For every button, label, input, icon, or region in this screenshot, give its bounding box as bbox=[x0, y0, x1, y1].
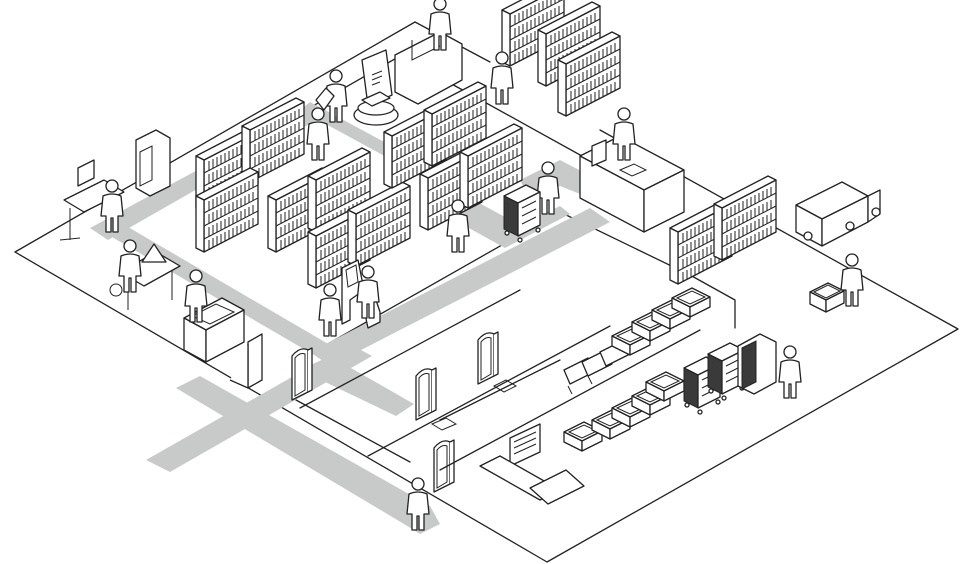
left-office-area bbox=[59, 129, 181, 310]
security-gate-icon bbox=[291, 347, 313, 401]
returns-sorting-area bbox=[563, 287, 802, 452]
security-gate-icon bbox=[477, 331, 499, 385]
book-cart-icon bbox=[503, 184, 541, 243]
right-shelving bbox=[669, 175, 777, 285]
entrance-gates bbox=[291, 289, 701, 531]
security-gate-icon bbox=[415, 367, 437, 421]
top-right-shelving bbox=[490, 0, 621, 117]
delivery-area bbox=[795, 181, 881, 313]
security-gate-icon bbox=[433, 439, 455, 493]
self-service-kiosks bbox=[318, 259, 381, 337]
bookshelf-icon bbox=[713, 175, 777, 261]
truck-wheel bbox=[803, 231, 813, 241]
upper-reception-area bbox=[306, 0, 463, 161]
book-crate-icon bbox=[809, 282, 845, 313]
patron-figure bbox=[318, 283, 342, 337]
reading-counter bbox=[183, 269, 263, 389]
truck-wheel bbox=[871, 207, 881, 217]
sorting-staff-figure bbox=[778, 345, 802, 399]
circulation-desk bbox=[579, 107, 685, 233]
truck-wheel bbox=[845, 221, 855, 231]
